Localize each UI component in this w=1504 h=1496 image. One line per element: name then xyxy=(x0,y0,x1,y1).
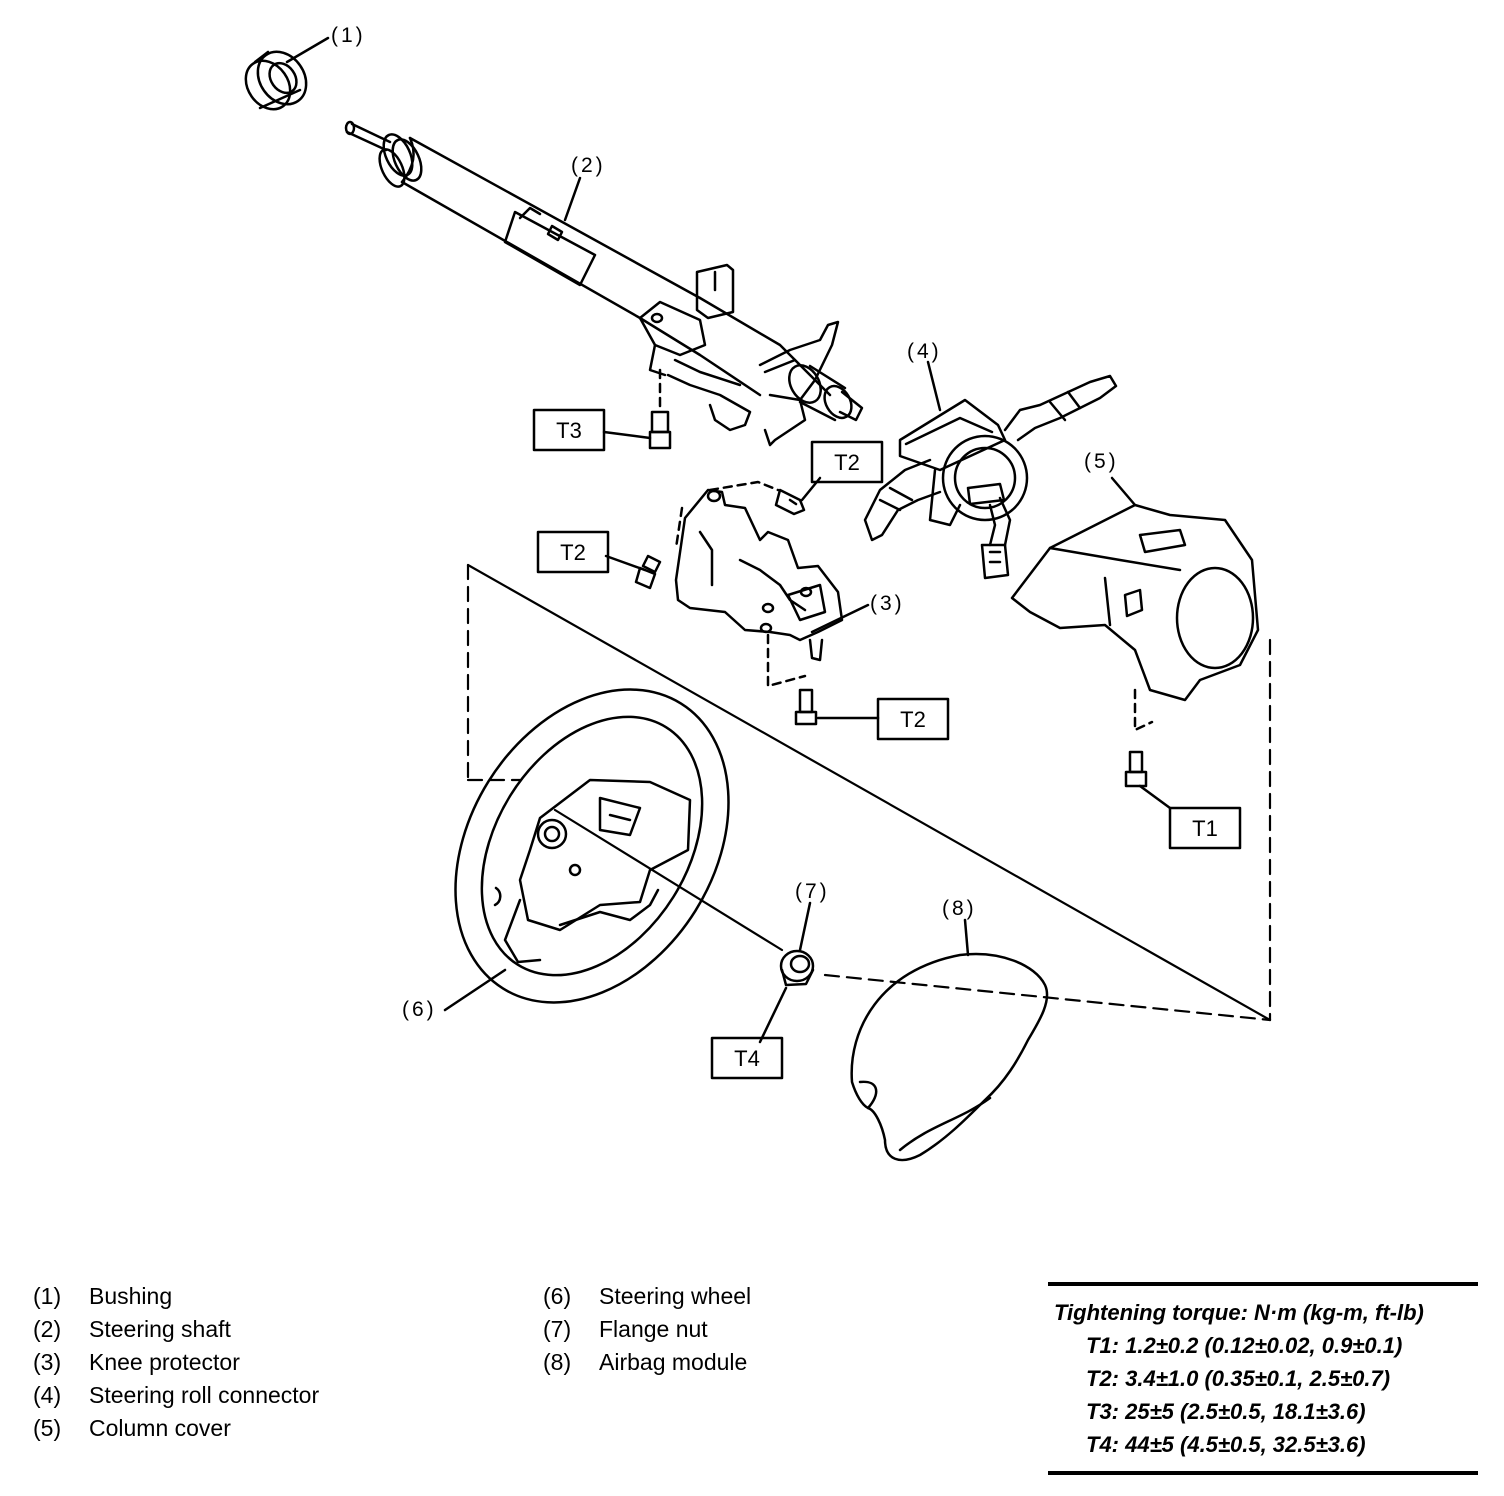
steering-column-exploded-diagram: (1) ( xyxy=(244,24,1272,1162)
leader-t2b xyxy=(604,554,647,572)
callout-5: (5) xyxy=(1084,450,1119,473)
parts-legend-left: (1)Bushing (2)Steering shaft (3)Knee pro… xyxy=(33,1280,319,1445)
tag-t2b: T2 xyxy=(560,540,586,565)
tag-t1-box xyxy=(1168,806,1242,850)
tag-t2b-box xyxy=(536,530,610,574)
tag-t2c: T2 xyxy=(900,707,926,732)
tag-t2a: T2 xyxy=(834,450,860,475)
tag-t3-box xyxy=(532,408,606,452)
legend-item: (4)Steering roll connector xyxy=(33,1382,320,1408)
leader-8 xyxy=(963,918,970,957)
callout-3: (3) xyxy=(870,592,905,615)
leader-4 xyxy=(926,360,942,412)
tag-t1: T1 xyxy=(1192,816,1218,841)
tag-t3: T3 xyxy=(556,418,582,443)
legend-item: (1)Bushing xyxy=(33,1283,173,1309)
tag-t2a-box xyxy=(810,440,884,484)
callout-6: (6) xyxy=(402,998,437,1021)
bushing-part xyxy=(244,50,308,111)
torque-row: T2: 3.4±1.0 (0.35±0.1, 2.5±0.7) xyxy=(1086,1366,1391,1391)
callout-1: (1) xyxy=(331,24,366,47)
knee-protector-part xyxy=(674,480,844,688)
steering-roll-connector-part xyxy=(863,374,1118,580)
leader-2 xyxy=(563,176,582,222)
torque-row: T3: 25±5 (2.5±0.5, 18.1±3.6) xyxy=(1086,1399,1366,1424)
airbag-module-part xyxy=(850,952,1049,1162)
leader-t4 xyxy=(758,986,788,1044)
bolt-t2-upper xyxy=(774,488,806,516)
bolt-t2-left xyxy=(634,554,662,590)
callout-2: (2) xyxy=(571,154,606,177)
leader-3 xyxy=(810,603,870,634)
bolt-t1 xyxy=(1124,750,1148,788)
legend-item: (3)Knee protector xyxy=(33,1349,240,1375)
leader-7 xyxy=(798,901,812,952)
flange-nut-part xyxy=(779,949,815,987)
leader-5 xyxy=(1110,476,1137,507)
column-cover-part xyxy=(1010,503,1260,732)
legend-item: (6)Steering wheel xyxy=(543,1283,752,1309)
torque-row: T4: 44±5 (4.5±0.5, 32.5±3.6) xyxy=(1086,1432,1366,1457)
legend-item: (5)Column cover xyxy=(33,1415,231,1441)
leader-1 xyxy=(285,36,330,64)
steering-wheel-part xyxy=(454,688,730,1004)
callout-4: (4) xyxy=(907,340,942,363)
legend-item: (7)Flange nut xyxy=(543,1316,708,1342)
tag-t2c-box xyxy=(876,697,950,741)
torque-title: Tightening torque: N·m (kg-m, ft-lb) xyxy=(1054,1300,1424,1325)
leader-t3 xyxy=(602,430,652,440)
leader-6 xyxy=(443,968,507,1012)
tag-t4: T4 xyxy=(734,1046,760,1071)
tag-t4-box xyxy=(710,1036,784,1080)
parts-legend-right: (6)Steering wheel (7)Flange nut (8)Airba… xyxy=(543,1280,751,1379)
steering-shaft-part xyxy=(344,120,864,447)
torque-row: T1: 1.2±0.2 (0.12±0.02, 0.9±0.1) xyxy=(1086,1333,1403,1358)
legend-item: (2)Steering shaft xyxy=(33,1316,231,1342)
callout-8: (8) xyxy=(942,897,977,920)
leader-t1 xyxy=(1138,784,1172,810)
tightening-torque-table: Tightening torque: N·m (kg-m, ft-lb) T1:… xyxy=(1048,1282,1478,1475)
bolt-t2-lower xyxy=(794,688,818,726)
legend-item: (8)Airbag module xyxy=(543,1349,748,1375)
bolt-t3 xyxy=(648,368,672,450)
callout-7: (7) xyxy=(795,880,830,903)
